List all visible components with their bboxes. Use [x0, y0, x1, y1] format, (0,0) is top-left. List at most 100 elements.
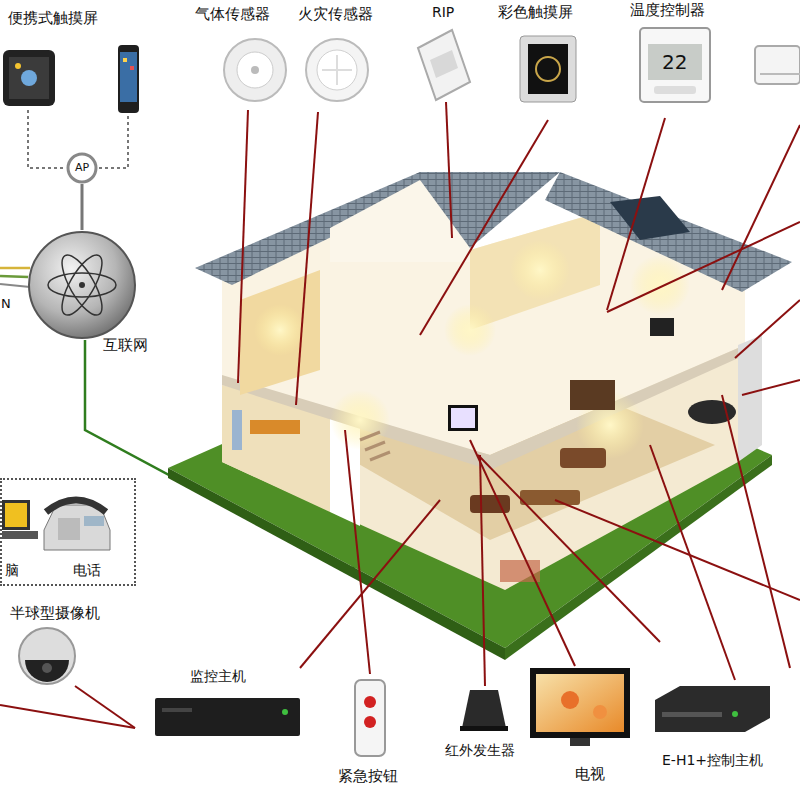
color-touch-panel-icon	[520, 36, 576, 102]
control-host-icon	[732, 711, 738, 717]
leader-lines	[555, 500, 800, 600]
emergency-button-icon	[364, 716, 376, 728]
leader-lines	[300, 500, 440, 668]
leader-lines	[75, 686, 135, 728]
fire-sensor-icon	[317, 50, 357, 90]
tablet-icon	[3, 50, 55, 106]
house-illustration	[738, 335, 762, 462]
emergency-button-icon	[355, 680, 385, 756]
color-touch-panel-icon	[536, 57, 560, 81]
house-illustration	[254, 304, 306, 356]
dome-camera-icon	[19, 628, 75, 684]
dome-camera-icon	[25, 660, 69, 682]
emergency-button-icon	[364, 696, 376, 708]
house-illustration	[451, 408, 475, 428]
leader-lines	[735, 300, 800, 358]
house-illustration	[168, 172, 792, 660]
color-touch-panel-icon	[528, 44, 568, 94]
control-host-icon	[662, 712, 722, 717]
house-illustration	[510, 240, 570, 300]
gas-sensor-icon	[251, 66, 259, 74]
device-label: RIP	[432, 4, 454, 20]
leader-lines	[0, 705, 135, 728]
atom-symbol	[55, 250, 110, 321]
house-illustration	[630, 255, 690, 315]
thermostat-icon	[648, 44, 702, 80]
device-group-box-text: 电话	[73, 562, 101, 578]
telephone-icon	[44, 500, 110, 550]
atom-symbol	[55, 250, 110, 321]
control-host-icon	[655, 686, 770, 732]
leader-lines	[296, 112, 318, 405]
monitoring-host-icon	[155, 698, 300, 736]
network-wires	[28, 110, 66, 168]
laptop-icon	[2, 500, 38, 539]
air-conditioner-icon	[760, 73, 800, 75]
house-illustration	[610, 196, 690, 240]
air-conditioner-icon	[755, 46, 800, 84]
telephone-icon	[58, 518, 80, 540]
device-group-box-text: 脑	[5, 562, 19, 578]
air-conditioner-icon	[755, 46, 800, 84]
device-label: 红外发生器	[445, 742, 515, 758]
dome-camera-icon	[42, 663, 52, 673]
fire-sensor-icon	[306, 39, 368, 101]
device-label: 气体传感器	[195, 6, 270, 23]
telephone-icon	[84, 516, 104, 526]
atom-symbol	[48, 273, 116, 297]
network-wires	[98, 116, 128, 168]
house-illustration	[650, 318, 674, 336]
device-label: 紧急按钮	[338, 768, 398, 785]
house-illustration	[232, 410, 242, 450]
fire-sensor-icon	[322, 55, 352, 85]
telephone-icon	[46, 500, 106, 512]
thermostat-icon	[640, 28, 710, 102]
tv-icon	[530, 668, 630, 738]
pir-sensor-icon	[430, 50, 458, 78]
leader-lines	[742, 380, 800, 395]
access-point-node-outline	[68, 154, 96, 182]
device-label: 火灾传感器	[298, 6, 373, 23]
dome-camera-icon	[19, 628, 75, 684]
phone-icon	[118, 45, 139, 113]
leader-lines	[607, 118, 665, 310]
monitoring-host-icon	[282, 709, 288, 715]
leader-lines	[420, 120, 548, 335]
connector-line	[81, 184, 84, 230]
ir-emitter-icon	[460, 726, 508, 731]
device-label: E-H1+控制主机	[662, 752, 763, 768]
ir-emitter-icon	[460, 690, 508, 731]
network-wires	[0, 267, 30, 270]
phone-icon	[130, 66, 134, 70]
leader-lines	[345, 430, 370, 674]
monitoring-host-icon	[155, 698, 300, 736]
device-label: 彩色触摸屏	[498, 4, 573, 21]
house-illustration	[240, 270, 320, 395]
house-illustration	[250, 420, 300, 434]
device-group-box: 脑 电话	[0, 478, 136, 586]
ir-emitter-icon	[462, 690, 506, 728]
atom-symbol	[79, 282, 85, 288]
house-illustration	[520, 490, 580, 505]
tv-icon	[570, 738, 590, 746]
laptop-icon	[5, 503, 27, 527]
leader-lines	[470, 440, 575, 666]
phone-icon	[123, 58, 127, 62]
network-wires	[0, 276, 28, 277]
laptop-icon	[2, 531, 38, 539]
display-reading: 22	[662, 51, 687, 74]
leader-lines	[0, 102, 800, 728]
tablet-icon	[9, 57, 49, 99]
network-wires	[0, 284, 30, 287]
house-illustration	[448, 405, 478, 431]
emergency-button-icon	[355, 680, 385, 756]
house-illustration	[444, 304, 496, 356]
internet-globe-outline	[29, 232, 135, 338]
fire-sensor-icon	[306, 39, 368, 101]
leader-lines	[446, 102, 452, 238]
tv-icon	[561, 691, 579, 709]
internet-globe: 互联网	[27, 230, 137, 340]
house-illustration	[560, 448, 606, 468]
